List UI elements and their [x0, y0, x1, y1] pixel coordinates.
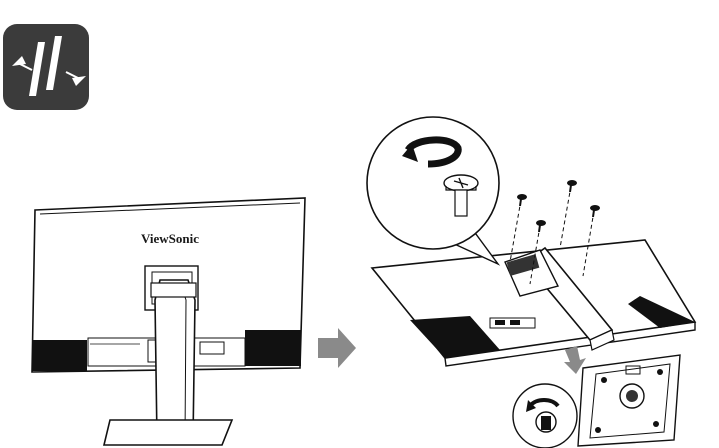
screw-icon: [567, 180, 577, 193]
vesa-plate: [577, 354, 681, 447]
monitor-back-view: ViewSonic: [31, 197, 306, 446]
down-arrow-icon: [564, 346, 586, 374]
screw-detail-callout: [366, 116, 501, 266]
screw-icon: [590, 205, 600, 218]
left-vent-flat: [410, 316, 500, 358]
right-vent: [245, 330, 301, 366]
right-vent-flat: [628, 296, 695, 328]
brand-label: ViewSonic: [141, 231, 199, 246]
right-arrow-icon: [318, 328, 356, 368]
screw-icon: [517, 194, 527, 207]
plate-detail-callout: [512, 383, 578, 448]
left-vent: [32, 340, 87, 371]
screw-icon: [536, 220, 546, 233]
rotate-screw-icon: [402, 136, 462, 168]
rotate-lock-icon: [526, 398, 560, 433]
monitor-flat-view: [370, 180, 697, 367]
detach-arrows-icon: [3, 24, 89, 110]
